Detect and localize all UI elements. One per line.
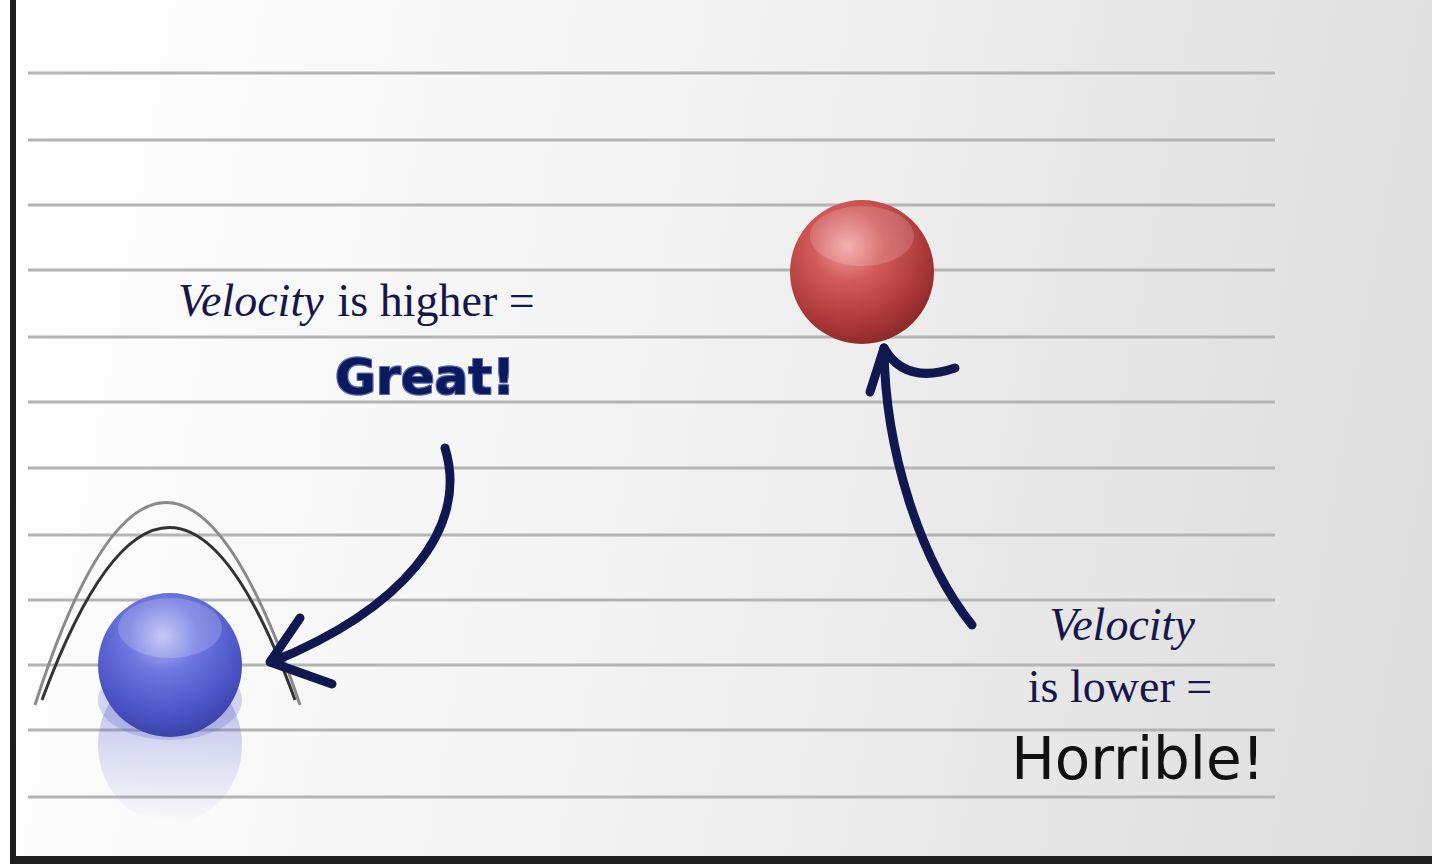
ball-highlight <box>810 206 914 266</box>
ruled-line <box>28 204 1275 207</box>
frame-edge <box>10 0 16 864</box>
ball-highlight <box>118 598 222 658</box>
comparison-text: is lower = <box>1028 662 1212 713</box>
ruled-line <box>28 534 1275 537</box>
ruled-line <box>28 401 1275 404</box>
velocity-word: Velocity <box>1049 600 1195 651</box>
verdict-text: Horrible! <box>1011 728 1265 792</box>
arrow-shaft <box>272 448 450 662</box>
pointer-arrow <box>870 348 972 625</box>
ruled-line <box>28 139 1275 142</box>
blue-ball <box>98 593 242 737</box>
verdict-text: Great! <box>335 350 515 405</box>
ruled-line <box>28 269 1275 272</box>
ruled-line <box>28 72 1275 75</box>
ruled-lines <box>28 73 1275 797</box>
frame-edge <box>10 856 1432 864</box>
red-ball <box>790 200 934 344</box>
arrow-shaft <box>884 348 972 625</box>
arrow-head <box>270 618 332 684</box>
arrow-head <box>870 348 955 392</box>
comparison-text: is higher = <box>338 276 535 327</box>
ruled-line <box>28 336 1275 339</box>
pointer-arrow <box>270 448 450 684</box>
ruled-line <box>28 467 1275 470</box>
velocity-word: Velocity <box>178 276 324 327</box>
